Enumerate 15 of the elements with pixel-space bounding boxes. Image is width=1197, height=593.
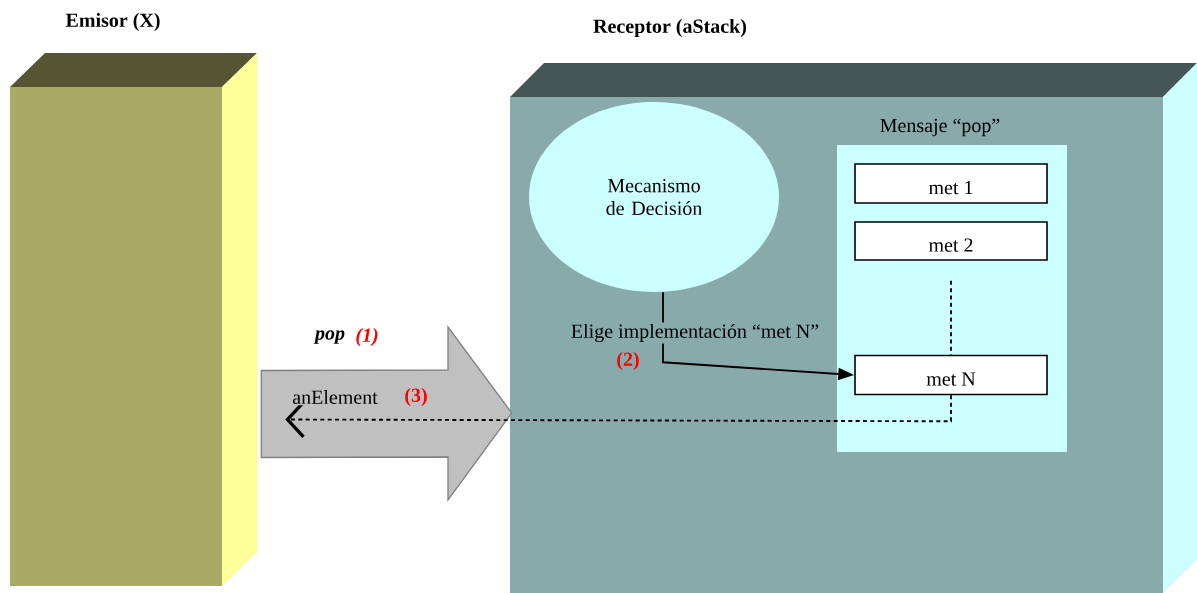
method-box: met N — [854, 354, 1048, 396]
block-heading: Emisor (X) — [65, 12, 160, 32]
step-number: (2) — [617, 351, 639, 371]
arrow — [285, 394, 952, 438]
object-block — [10, 53, 257, 586]
step-number: (3) — [405, 387, 427, 407]
step-number: (1) — [356, 327, 378, 347]
method-box: met 2 — [854, 221, 1048, 261]
block-heading: Receptor (aStack) — [593, 18, 747, 38]
block-arrow — [260, 325, 513, 503]
method-box: met 1 — [854, 163, 1048, 204]
node-label: Mensaje “pop” — [880, 118, 1000, 137]
dotted-line — [950, 279, 952, 356]
edge-label: Elige implementación “met N” — [569, 322, 821, 344]
edge-label: pop — [313, 328, 347, 346]
